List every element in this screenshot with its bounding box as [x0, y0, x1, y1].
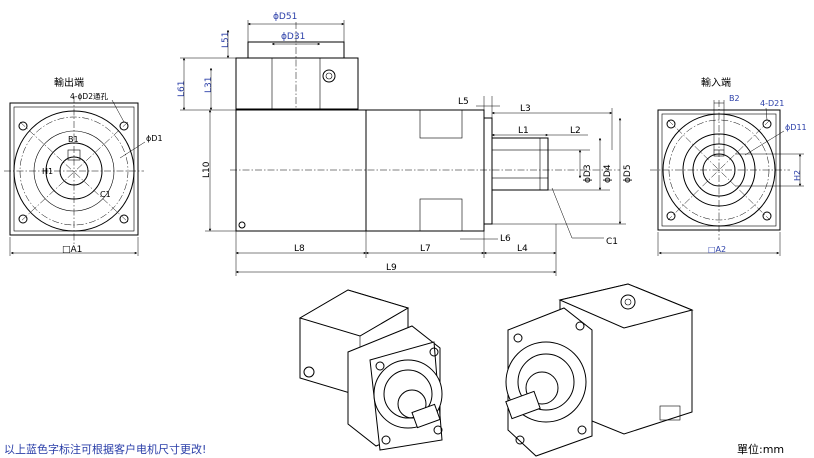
label-l5: L5 [458, 97, 469, 107]
label-out-c1: C1 [100, 190, 111, 199]
label-d3: ϕD3 [583, 164, 593, 183]
customization-note: 以上蓝色字标注可根据客户电机尺寸更改! [4, 443, 207, 456]
label-d51: ϕD51 [273, 12, 297, 22]
label-in-h2: H2 [793, 170, 802, 181]
label-l3: L3 [520, 104, 531, 114]
side-view: ϕD51 ϕD31 L51 L61 L31 L10 L5 L3 L1 L2 ϕD… [177, 12, 633, 276]
label-l4: L4 [517, 244, 528, 254]
label-c1-side: C1 [606, 237, 618, 247]
adapter-body [365, 109, 485, 232]
iso-view-left [298, 289, 443, 451]
label-in-a2: □A2 [708, 245, 726, 254]
label-l7: L7 [420, 244, 431, 254]
vent-plug [322, 69, 336, 83]
label-l6: L6 [500, 234, 511, 244]
unit-label: 單位:mm [737, 443, 785, 456]
input-end-view: 輸入端 B2 4-D21 ϕD11 H2 □A2 [650, 76, 807, 256]
label-out-d1: ϕD1 [146, 134, 163, 143]
label-in-d11: ϕD11 [785, 123, 807, 132]
label-l31: L31 [204, 77, 214, 93]
top-boss [247, 41, 345, 59]
input-spigot [491, 137, 549, 191]
label-l61: L61 [177, 81, 187, 97]
label-l2: L2 [570, 126, 581, 136]
label-l1: L1 [518, 126, 529, 136]
iso-view-right [505, 283, 694, 457]
main-body [235, 109, 367, 232]
label-l10: L10 [202, 161, 212, 178]
label-in-holes: 4-D21 [760, 99, 784, 108]
label-l51: L51 [221, 32, 231, 48]
label-d4: ϕD4 [603, 164, 613, 183]
output-end-view: 輸出端 4-ϕD2通孔 B1 H1 C1 ϕD1 □A1 [4, 76, 163, 256]
label-l9: L9 [386, 263, 397, 273]
output-view-title: 輸出端 [54, 76, 84, 89]
label-out-h1: H1 [42, 167, 53, 176]
label-d31: ϕD31 [281, 32, 305, 42]
label-out-a1: □A1 [62, 245, 82, 255]
label-in-b2: B2 [729, 94, 740, 103]
label-out-holes: 4-ϕD2通孔 [70, 91, 108, 101]
top-housing [235, 57, 359, 110]
label-out-b1: B1 [68, 135, 79, 144]
input-view-title: 輸入端 [701, 76, 731, 89]
label-l8: L8 [294, 244, 305, 254]
label-d5: ϕD5 [623, 164, 633, 183]
